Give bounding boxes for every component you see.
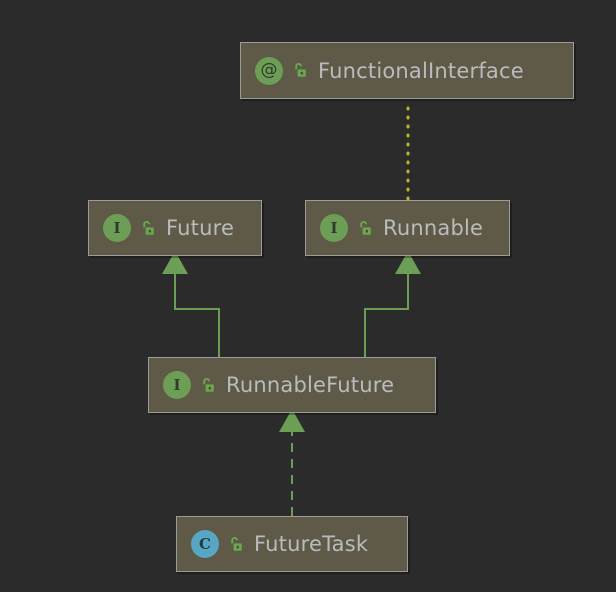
node-content: C FutureTask	[191, 530, 368, 558]
node-label: Runnable	[383, 216, 484, 240]
node-future-task[interactable]: C FutureTask	[176, 516, 408, 572]
edge-runnablefuture-future[interactable]	[174, 274, 220, 357]
node-runnable-future[interactable]: I RunnableFuture	[148, 357, 436, 413]
unlocked-padlock-icon	[140, 220, 157, 237]
node-content: I Runnable	[320, 214, 483, 242]
unlocked-padlock-icon	[228, 536, 245, 553]
node-content: @ FunctionalInterface	[255, 56, 524, 85]
class-badge-icon: C	[191, 530, 219, 558]
unlocked-padlock-icon	[357, 220, 374, 237]
interface-badge-icon: I	[163, 371, 191, 399]
annotation-badge-icon: @	[255, 56, 283, 85]
edge-runnablefuture-runnable[interactable]	[364, 274, 409, 357]
node-content: I RunnableFuture	[163, 371, 394, 399]
node-runnable[interactable]: I Runnable	[305, 200, 510, 256]
unlocked-padlock-icon	[200, 377, 217, 394]
node-label: Future	[166, 216, 235, 240]
node-future[interactable]: I Future	[88, 200, 262, 256]
interface-badge-icon: I	[320, 214, 348, 242]
unlocked-padlock-icon	[292, 62, 309, 79]
node-label: FutureTask	[254, 532, 369, 556]
interface-badge-icon: I	[103, 214, 131, 242]
node-label: RunnableFuture	[226, 373, 395, 397]
edges-group	[174, 98, 410, 516]
node-content: I Future	[103, 214, 234, 242]
node-functional-interface[interactable]: @ FunctionalInterface	[240, 42, 574, 99]
node-label: FunctionalInterface	[318, 58, 524, 83]
